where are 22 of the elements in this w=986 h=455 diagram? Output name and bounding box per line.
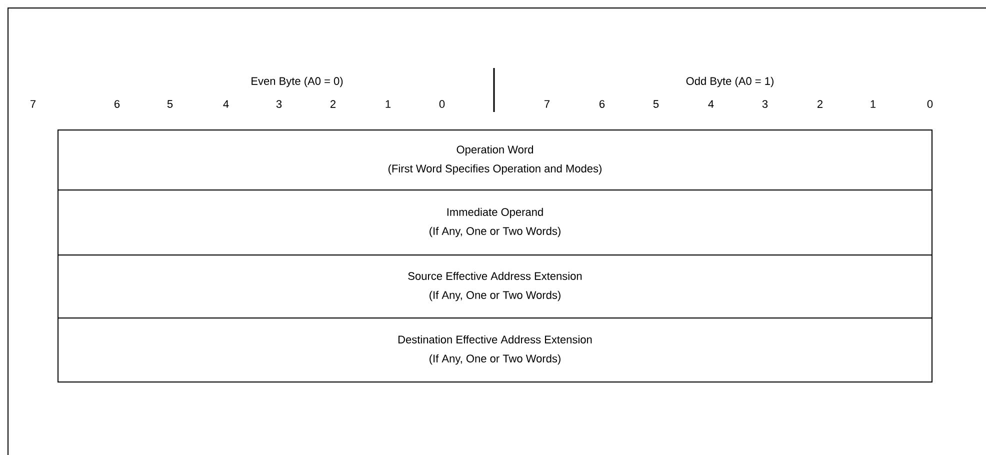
bit-number: 6 <box>600 100 605 108</box>
byte-heading: Even Byte (A0 = 0) <box>252 76 343 88</box>
field-row: Source Effective Address Extension (If Any, One or Two Words) <box>58 254 932 318</box>
bit-number: 0 <box>439 100 445 108</box>
bit-number: 1 <box>386 100 391 108</box>
bit-number: 3 <box>276 100 282 108</box>
bit-number: 5 <box>653 100 659 108</box>
bit-number: 2 <box>818 100 822 108</box>
bit-number: 1 <box>870 100 876 108</box>
bit-number: 6 <box>114 100 120 108</box>
bit-number: 3 <box>762 100 768 108</box>
bit-number: 5 <box>167 100 173 108</box>
field-row: Destination Effective Address Extension (If Any, One or Two Words) <box>58 318 932 382</box>
field-row: Operation Word (First Word Specifies Operation and Modes) <box>58 130 932 190</box>
bit-number: 4 <box>708 100 714 108</box>
bit-number: 0 <box>927 100 933 108</box>
bit-number: 4 <box>223 100 229 108</box>
bit-number: 7 <box>544 100 550 108</box>
bit-number: 2 <box>330 100 336 108</box>
byte-heading: Odd Byte (A0 = 1) <box>686 76 774 88</box>
bit-number: 7 <box>30 100 36 108</box>
field-row: Immediate Operand (If Any, One or Two Words) <box>58 190 932 256</box>
